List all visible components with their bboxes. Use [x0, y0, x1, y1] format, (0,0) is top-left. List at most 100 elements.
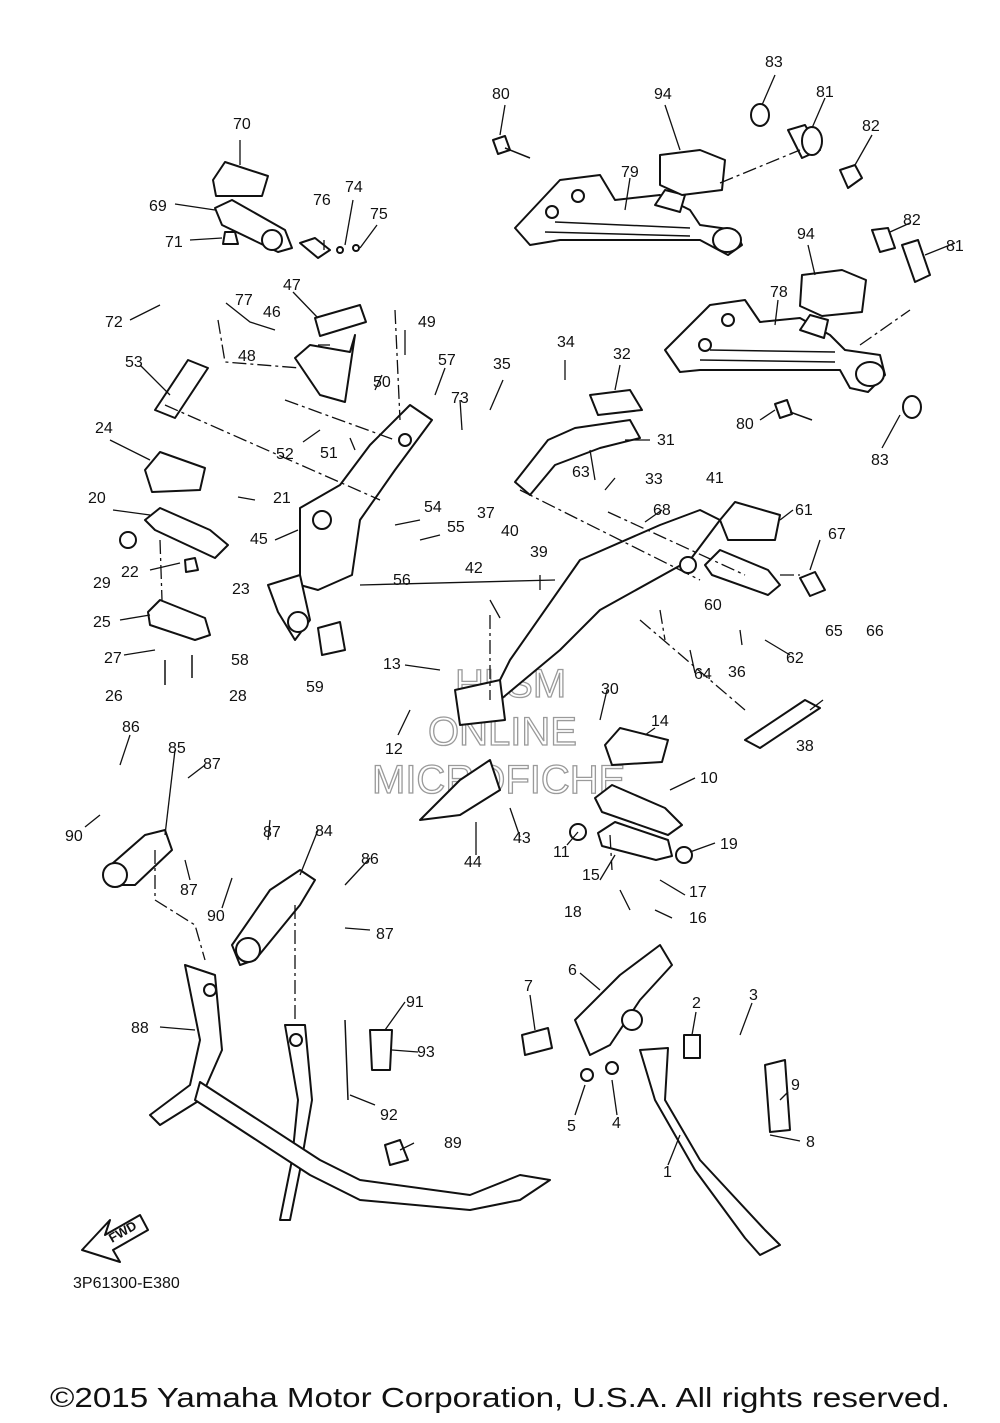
callout-21: 21 — [273, 490, 291, 507]
callout-60: 60 — [704, 597, 722, 614]
callout-14: 14 — [651, 713, 669, 730]
callout-68: 68 — [653, 502, 671, 519]
callout-69: 69 — [149, 198, 167, 215]
watermark: HLSM ONLINE MICROFICHE — [371, 661, 626, 802]
rubber-blocks-94 — [659, 149, 867, 317]
callout-32: 32 — [613, 346, 631, 363]
callout-55: 55 — [447, 519, 465, 536]
callout-62: 62 — [786, 650, 804, 667]
callout-70: 70 — [233, 116, 251, 133]
callout-5: 5 — [567, 1118, 576, 1135]
callout-6: 6 — [568, 962, 577, 979]
dash-lines — [154, 149, 911, 1020]
callout-82-right: 82 — [903, 212, 921, 229]
callout-12: 12 — [385, 741, 403, 758]
footrest-bracket-45-46-47 — [267, 304, 433, 656]
callout-33: 33 — [645, 471, 663, 488]
callout-23: 23 — [232, 581, 250, 598]
plate-53 — [154, 359, 209, 419]
callout-43: 43 — [513, 830, 531, 847]
callout-77: 77 — [235, 292, 253, 309]
callout-83-bottom: 83 — [871, 452, 889, 469]
callout-76: 76 — [313, 192, 331, 209]
footrest-60-61 — [704, 501, 826, 597]
callout-16: 16 — [689, 910, 707, 927]
bracket-84 — [231, 869, 316, 966]
figure-code: 3P61300-E380 — [73, 1275, 180, 1292]
callout-42: 42 — [465, 560, 483, 577]
callout-48: 48 — [238, 348, 256, 365]
callout-83-top: 83 — [765, 54, 783, 71]
callout-57: 57 — [438, 352, 456, 369]
callout-91: 91 — [406, 994, 424, 1011]
callout-20: 20 — [88, 490, 106, 507]
callout-7: 7 — [524, 978, 533, 995]
callout-80-top: 80 — [492, 86, 510, 103]
footrest-10-14-15 — [569, 727, 693, 864]
callout-65: 65 — [825, 623, 843, 640]
copyright-notice: ©2015 Yamaha Motor Corporation, U.S.A. A… — [50, 1382, 950, 1413]
callout-92: 92 — [380, 1107, 398, 1124]
callout-87-b: 87 — [180, 882, 198, 899]
callout-27: 27 — [104, 650, 122, 667]
callout-2: 2 — [692, 995, 701, 1012]
callout-47: 47 — [283, 277, 301, 294]
callout-71: 71 — [165, 234, 183, 251]
callout-41: 41 — [706, 470, 724, 487]
leader-lines — [84, 74, 956, 1166]
bolts-80 — [492, 135, 813, 421]
callout-46: 46 — [263, 304, 281, 321]
callout-37: 37 — [477, 505, 495, 522]
callout-numbers: 1 2 3 4 5 6 7 8 9 10 11 12 13 14 15 16 1… — [65, 54, 964, 1181]
callout-75: 75 — [370, 206, 388, 223]
callout-67: 67 — [828, 526, 846, 543]
side-stand-bracket-6 — [521, 944, 673, 1056]
callout-81-top: 81 — [816, 84, 834, 101]
callout-93: 93 — [417, 1044, 435, 1061]
callout-87-d: 87 — [376, 926, 394, 943]
callout-78: 78 — [770, 284, 788, 301]
callout-13: 13 — [383, 656, 401, 673]
callout-86-right: 86 — [361, 851, 379, 868]
callout-63: 63 — [572, 464, 590, 481]
rear-footrest-bracket-lower — [664, 299, 886, 393]
rear-footrest-bracket-upper — [514, 174, 743, 256]
callout-88: 88 — [131, 1020, 149, 1037]
callout-40: 40 — [501, 523, 519, 540]
callout-34: 34 — [557, 334, 575, 351]
callout-31: 31 — [657, 432, 675, 449]
callout-74: 74 — [345, 179, 363, 196]
callout-58: 58 — [231, 652, 249, 669]
callout-22: 22 — [121, 564, 139, 581]
callout-25: 25 — [93, 614, 111, 631]
callout-10: 10 — [700, 770, 718, 787]
callout-61: 61 — [795, 502, 813, 519]
callout-79: 79 — [621, 164, 639, 181]
callout-4: 4 — [612, 1115, 621, 1132]
callout-86-left: 86 — [122, 719, 140, 736]
callout-52: 52 — [276, 446, 294, 463]
callout-29: 29 — [93, 575, 111, 592]
callout-85: 85 — [168, 740, 186, 757]
callout-39: 39 — [530, 544, 548, 561]
callout-94-top: 94 — [654, 86, 672, 103]
collars-81-82-83 — [750, 103, 931, 419]
bracket-85 — [102, 829, 173, 888]
callout-82-top: 82 — [862, 118, 880, 135]
callout-51: 51 — [320, 445, 338, 462]
callout-87-a: 87 — [203, 756, 221, 773]
callout-8: 8 — [806, 1134, 815, 1151]
callout-49: 49 — [418, 314, 436, 331]
callout-81-right: 81 — [946, 238, 964, 255]
callout-26: 26 — [105, 688, 123, 705]
callout-89: 89 — [444, 1135, 462, 1152]
callout-53: 53 — [125, 354, 143, 371]
callout-36: 36 — [728, 664, 746, 681]
callout-3: 3 — [749, 987, 758, 1004]
callout-59: 59 — [306, 679, 324, 696]
callout-18: 18 — [564, 904, 582, 921]
footrest-20-24-25 — [119, 451, 229, 685]
callout-38: 38 — [796, 738, 814, 755]
springs-91-92-93 — [344, 1019, 409, 1166]
